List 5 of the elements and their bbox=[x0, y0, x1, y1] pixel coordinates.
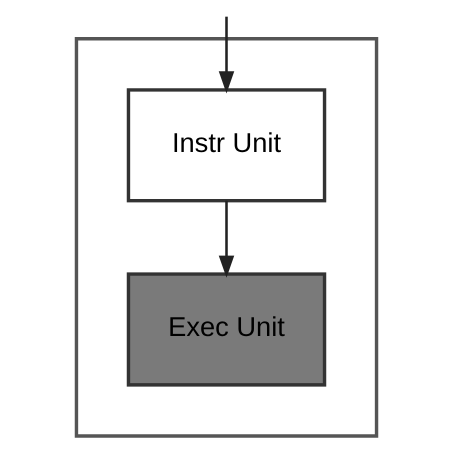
cluster bbox=[74, 37, 378, 438]
arrow bbox=[218, 16, 234, 94]
node-box: Exec Unit bbox=[126, 272, 326, 387]
arrow bbox=[218, 200, 234, 278]
node-box: Instr Unit bbox=[126, 88, 326, 202]
